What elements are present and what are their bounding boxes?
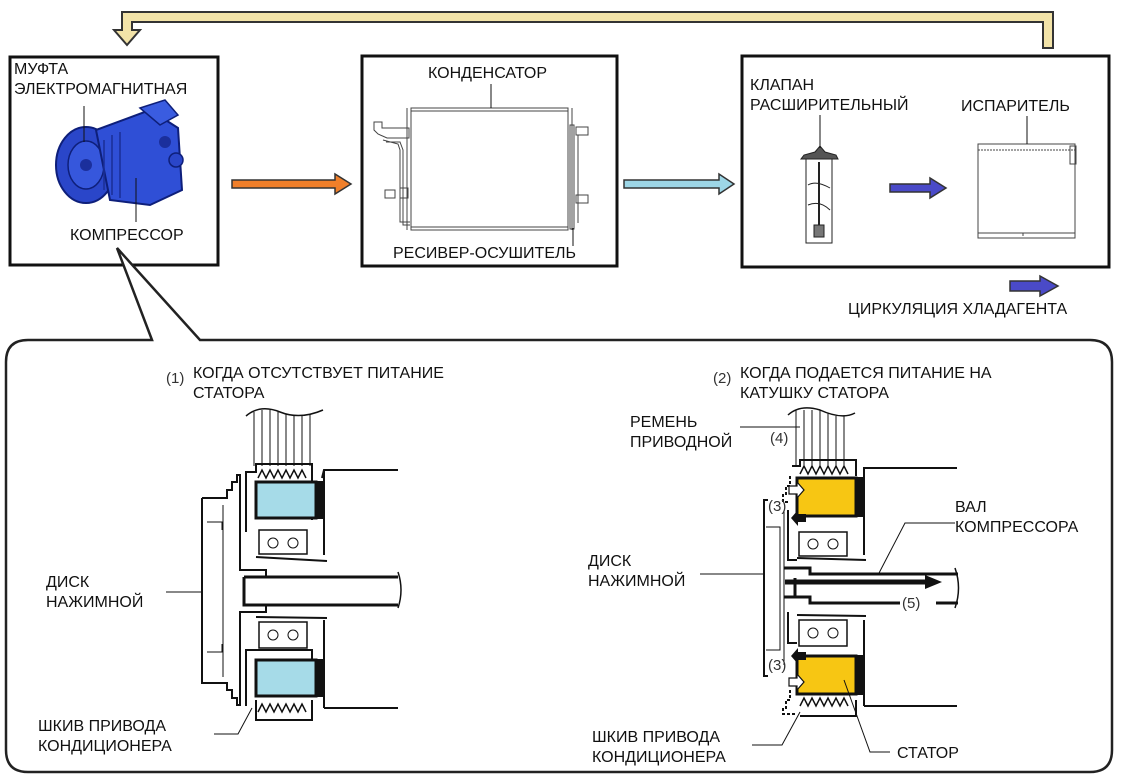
label-compressor: КОМПРЕССОР	[70, 227, 184, 244]
label-belt-num: (4)	[770, 430, 789, 447]
pulley-leader-left	[214, 707, 253, 735]
label-stator: СТАТОР	[897, 745, 959, 762]
label-force-num-top: (3)	[768, 498, 787, 515]
evaporator-box	[740, 54, 1111, 269]
callout-bubble	[4, 247, 1114, 774]
label-evaporator: ИСПАРИТЕЛЬ	[961, 98, 1070, 115]
legend-arrow-icon	[1009, 274, 1060, 298]
caption-off-line2: СТАТОРА	[193, 385, 265, 402]
label-clutch-line2: ЭЛЕКТРОМАГНИТНАЯ	[14, 81, 188, 98]
arrow-condenser-to-valve	[623, 172, 736, 196]
stator-leader	[843, 679, 890, 753]
pulley-leader-right	[752, 711, 801, 746]
shaft-rotation-arrow	[925, 575, 942, 589]
label-valve-line2: РАСШИРИТЕЛЬНЫЙ	[750, 97, 909, 114]
attract-arrow-bottom-solid	[791, 648, 806, 664]
index-1: (1)	[166, 370, 185, 387]
feedback-arrow	[111, 11, 1054, 49]
attract-arrow-top-solid	[791, 510, 806, 526]
label-disc-left-line1: ДИСК	[46, 574, 90, 591]
label-pulley-right-line1: ШКИВ ПРИВОДА	[592, 729, 721, 746]
index-2: (2)	[713, 370, 732, 387]
label-belt-line1: РЕМЕНЬ	[630, 414, 698, 431]
label-pulley-left-line1: ШКИВ ПРИВОДА	[38, 718, 167, 735]
label-pulley-right-line2: КОНДИЦИОНЕРА	[592, 749, 726, 766]
attract-arrow-bottom-outline	[788, 672, 805, 692]
label-disc-left-line2: НАЖИМНОЙ	[46, 594, 144, 611]
label-condenser: КОНДЕНСАТОР	[428, 65, 547, 82]
compressor-illustration	[55, 99, 184, 222]
shaft-leader	[877, 522, 955, 576]
label-shaft-line2: КОМПРЕССОРА	[955, 519, 1079, 536]
condenser-illustration	[373, 107, 589, 231]
arrow-compressor-to-condenser	[231, 172, 353, 196]
label-valve-line1: КЛАПАН	[750, 77, 815, 94]
legend-label: ЦИРКУЛЯЦИЯ ХЛАДАГЕНТА	[848, 301, 1068, 318]
label-shaft-num: (5)	[902, 595, 921, 612]
label-force-num-bottom: (3)	[768, 657, 787, 674]
expansion-valve-illustration	[800, 145, 839, 244]
label-clutch-line1: МУФТА	[14, 61, 69, 78]
label-pulley-left-line2: КОНДИЦИОНЕРА	[38, 738, 172, 755]
caption-on-line1: КОГДА ПОДАЕТСЯ ПИТАНИЕ НА	[740, 365, 992, 382]
arrow-valve-to-evaporator	[889, 176, 948, 200]
label-disc-right-line1: ДИСК	[588, 553, 632, 570]
label-receiver-drier: РЕСИВЕР-ОСУШИТЕЛЬ	[393, 245, 576, 262]
caption-off-line1: КОГДА ОТСУТСТВУЕТ ПИТАНИЕ	[193, 365, 444, 382]
caption-on-line2: КАТУШКУ СТАТОРА	[740, 385, 889, 402]
clutch-off-drawing	[201, 408, 402, 721]
label-belt-line2: ПРИВОДНОЙ	[630, 434, 733, 451]
label-shaft-line1: ВАЛ	[955, 499, 987, 516]
label-disc-right-line2: НАЖИМНОЙ	[588, 573, 686, 590]
attract-arrow-top-outline	[788, 480, 805, 500]
